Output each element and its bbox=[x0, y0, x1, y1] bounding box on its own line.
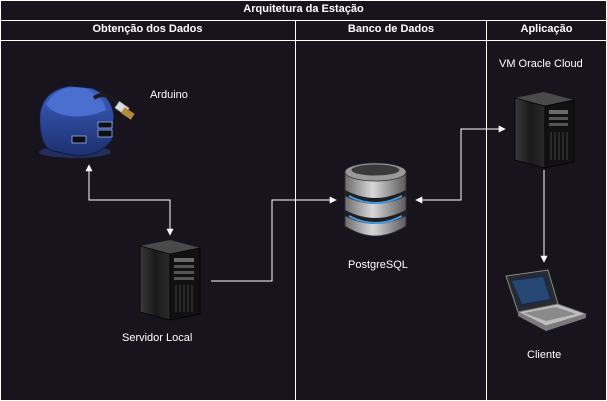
lane-header-data-acquisition: Obtenção dos Dados bbox=[92, 23, 203, 35]
client-label: Cliente bbox=[527, 349, 562, 361]
laptop-icon bbox=[505, 269, 588, 331]
server-tower-icon bbox=[139, 240, 201, 321]
vm-oracle-cloud-label: VM Oracle Cloud bbox=[499, 58, 583, 70]
server-database-connector bbox=[211, 196, 337, 282]
diagram-title: Arquitetura da Estação bbox=[243, 3, 364, 15]
connectors bbox=[85, 125, 548, 282]
database-icon bbox=[344, 162, 407, 237]
server-tower-icon bbox=[514, 92, 575, 169]
lane-header-database: Banco de Dados bbox=[347, 23, 435, 35]
arduino-server-connector bbox=[85, 164, 174, 236]
arduino-label: Arduino bbox=[150, 89, 188, 101]
lane-header-application: Aplicação bbox=[520, 23, 573, 35]
server-local-label: Servidor Local bbox=[122, 332, 193, 344]
database-cloud-connector bbox=[415, 125, 506, 204]
usb-hub-icon bbox=[39, 85, 135, 158]
postgresql-label: PostgreSQL bbox=[348, 259, 408, 271]
